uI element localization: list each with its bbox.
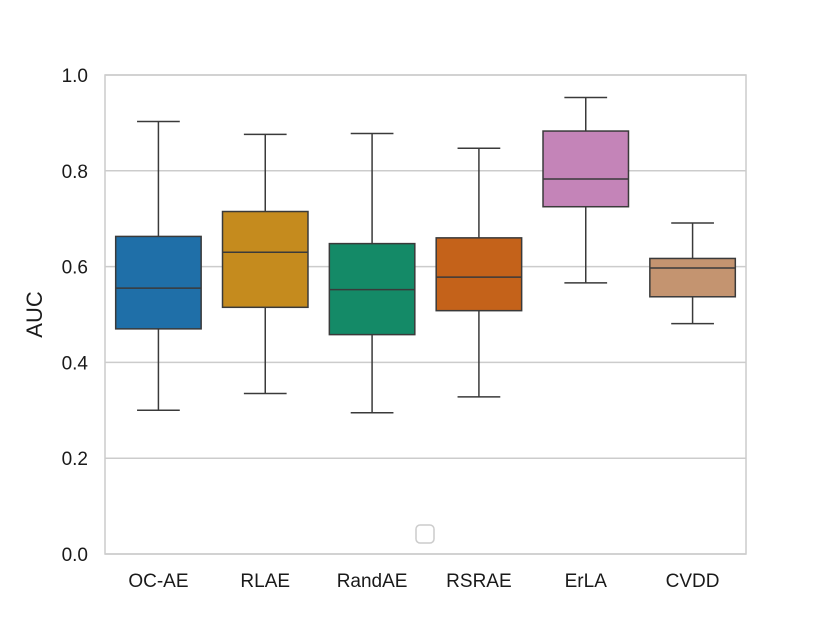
iqr-box [221,210,309,309]
iqr-box [649,257,737,298]
x-tick-label: RLAE [240,571,290,592]
x-tick-label: CVDD [666,571,720,592]
box-oc-ae [114,120,202,412]
box-randae [328,132,416,414]
box-rlae [221,133,309,395]
iqr-box [542,130,630,208]
x-tick-labels: OC-AE RLAE RandAE RSRAE ErLA CVDD [128,571,719,592]
y-axis-label: AUC [22,291,47,338]
y-tick-label: 0.8 [62,162,88,183]
y-tick-label: 0.4 [62,353,89,374]
box-erla [542,96,630,284]
box-rsrae [435,147,523,398]
y-tick-label: 0.0 [62,545,88,566]
iqr-box [435,237,523,312]
y-tick-label: 0.6 [62,258,88,279]
legend [415,524,435,544]
y-tick-label: 1.0 [62,66,88,87]
plot-frame [104,74,747,555]
box-cvdd [649,222,737,325]
iqr-box [114,235,202,330]
y-tick-labels: 0.0 0.2 0.4 0.6 0.8 1.0 [62,66,89,566]
x-tick-label: OC-AE [128,571,188,592]
x-tick-label: RandAE [337,571,408,592]
x-tick-label: ErLA [565,571,608,592]
x-tick-label: RSRAE [446,571,511,592]
y-tick-label: 0.2 [62,449,88,470]
box-series [114,96,737,414]
